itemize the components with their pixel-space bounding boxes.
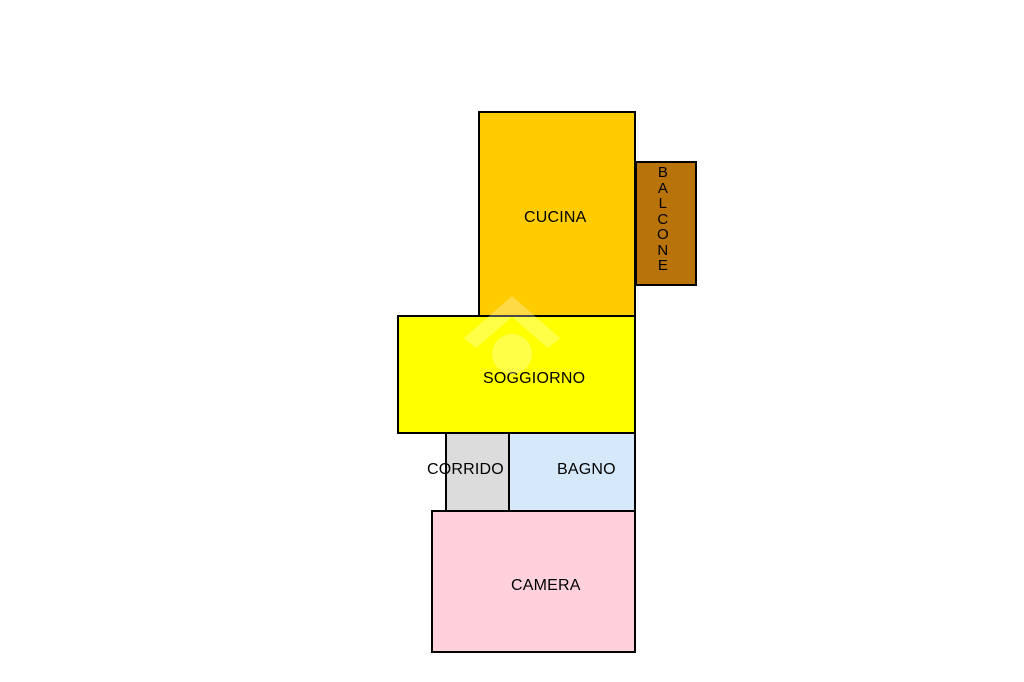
room-label-camera: CAMERA (511, 577, 581, 594)
room-label-balcone-letter: C (657, 210, 669, 228)
room-label-balcone-letter: L (658, 195, 668, 212)
room-label-cucina: CUCINA (524, 209, 587, 226)
room-label-bagno: BAGNO (557, 461, 616, 478)
room-label-balcone-letter: E (657, 257, 669, 274)
room-camera: CAMERA (431, 510, 636, 653)
room-label-soggiorno: SOGGIORNO (483, 370, 586, 387)
room-soggiorno: SOGGIORNO (397, 315, 636, 434)
room-corridoio: CORRIDO (427, 432, 510, 512)
room-label-balcone-letter: N (657, 241, 669, 259)
room-label-balcone-letter: A (657, 179, 669, 197)
room-cucina: CUCINA (478, 111, 636, 318)
room-label-balcone-letter: B (657, 164, 669, 181)
room-bagno: BAGNO (508, 432, 636, 512)
room-label-corridoio: CORRIDO (427, 461, 504, 478)
room-label-balcone-letter: O (657, 226, 669, 243)
